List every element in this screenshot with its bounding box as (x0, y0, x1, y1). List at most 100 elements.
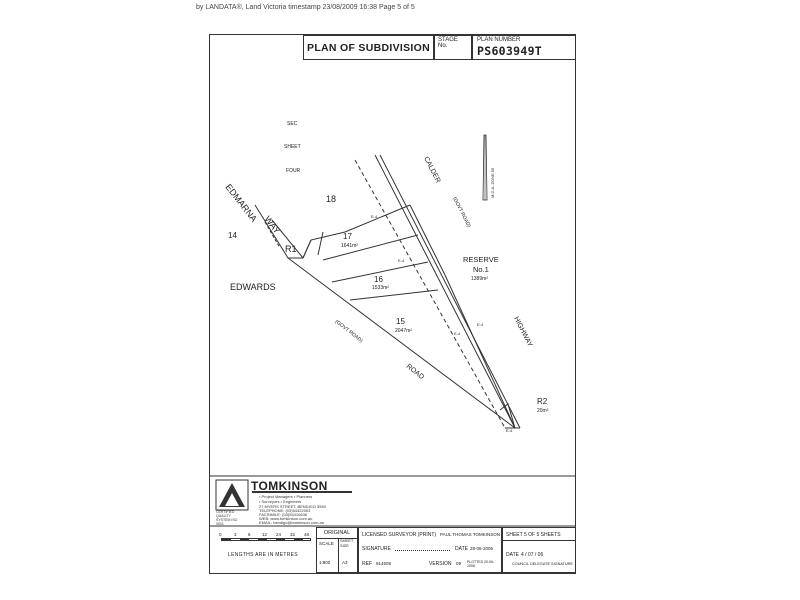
highway-label: HIGHWAY (512, 316, 533, 349)
plan-title: PLAN OF SUBDIVISION (303, 35, 434, 60)
scale-tick: 6 (248, 532, 251, 537)
reserve-label: RESERVE (463, 255, 499, 264)
signature-line (395, 550, 450, 551)
scale-tick: 48 (304, 532, 310, 537)
company-name: TOMKINSON (251, 479, 328, 493)
easement-line (354, 159, 506, 429)
scale-value: 1:800 (319, 560, 331, 565)
logo-telephone: TELEPHONE: (03)54422003 (259, 508, 311, 513)
scale-tick: 32 (290, 532, 296, 537)
lot-boundary-line (331, 261, 429, 283)
original-label: ORIGINAL (323, 530, 351, 536)
scale-bar-graphic (221, 538, 311, 541)
way-boundary-line (254, 204, 289, 259)
way-label: WAY (262, 214, 282, 236)
stage-label: STAGE No. (438, 37, 458, 49)
reserve-boundary-line (444, 274, 516, 429)
scale-tick: 0 (219, 532, 222, 537)
surveyor-box: LICENSED SURVEYOR (PRINT) PAUL THOMAS TO… (358, 527, 502, 573)
stage-number-cell: STAGE No. (434, 35, 472, 60)
plan-sheet: PLAN OF SUBDIVISION STAGE No. PLAN NUMBE… (209, 34, 576, 574)
logo-services-1: • Project Managers • Planners (259, 494, 313, 499)
lot-17-area: 1641m² (341, 243, 358, 249)
road-boundary-line (287, 257, 516, 429)
scale-units: LENGTHS ARE IN METRES (228, 552, 298, 558)
easement-label: E-4 (398, 258, 405, 263)
sheet-size-value: A3 (342, 560, 348, 565)
edwards-label: EDWARDS (230, 282, 276, 292)
scale-tick: 12 (262, 532, 268, 537)
r2-area: 20m² (537, 408, 549, 414)
calder-label: CALDER (422, 156, 441, 184)
easement-label: E-4 (506, 428, 513, 433)
reserve-number: No.1 (473, 265, 489, 274)
plotted-note: PLOTTED 20-06-2008 (467, 560, 495, 568)
sheet-count: SHEET 5 OF 5 SHEETS (506, 532, 561, 538)
lot-15-area: 2047m² (395, 328, 412, 334)
version-value: 09 (456, 561, 462, 566)
r2-boundary-line (499, 403, 516, 429)
date-label: DATE (455, 546, 468, 552)
sec-label: SEC (287, 121, 298, 127)
lot-boundary-line (322, 234, 419, 261)
council-date-label: DATE (506, 552, 519, 558)
easement-label: E-4 (371, 214, 378, 219)
govt-road-label-edwards: (GOVT ROAD) (334, 319, 364, 344)
landata-timestamp: by LANDATA®, Land Victoria timestamp 23/… (196, 4, 415, 11)
logo-web: WEB: www.tomkinson.com.au (259, 516, 313, 521)
lot-boundary-line (344, 204, 411, 233)
logo-email: EMAIL: bendigo@tomkinson.com.au (259, 520, 324, 525)
scale-label: SCALE (319, 541, 334, 546)
sheet-size-label: SHEET SIZE (340, 538, 354, 548)
reserve-area: 1389m² (471, 276, 488, 282)
plan-number-label: PLAN NUMBER (477, 37, 521, 43)
edmarna-label: EDMARNA (223, 182, 259, 224)
certified-quality-note: CERTIFIED QUALITY SYSTEM ISO 9001 (216, 510, 238, 526)
date-value: 28-06-2006 (470, 546, 494, 551)
original-scale-box: ORIGINAL SCALE SHEET SIZE 1:800 A3 (316, 527, 358, 573)
r2-label: R2 (537, 397, 548, 406)
easement-label: E-4 (454, 331, 461, 336)
lot-18-label: 18 (326, 194, 336, 204)
logo-rule (252, 491, 352, 493)
ref-value: 914508 (376, 561, 392, 566)
lot-boundary-line (349, 289, 439, 301)
highway-boundary-line (374, 154, 516, 429)
lot-boundary-line (317, 231, 324, 256)
logo-facsimile: FACSIMILE: (03)54410646 (259, 512, 308, 517)
reserve-boundary-line (409, 204, 446, 276)
plan-number: PS603949T (477, 44, 543, 58)
scale-tick: 3 (234, 532, 237, 537)
way-boundary-line (271, 219, 304, 259)
plan-number-cell: PLAN NUMBER PS603949T (472, 35, 576, 60)
scale-bar: 0 3 6 12 24 32 48 LENGTHS ARE IN METRES (216, 528, 316, 563)
lot-16-label: 16 (374, 275, 383, 284)
scale-tick: 24 (276, 532, 282, 537)
r1-label: R1 (285, 244, 297, 254)
mga-zone-note: M.G.A. ZONE 55 (490, 167, 495, 198)
lot-boundary-line (302, 239, 312, 259)
highway-boundary-line (379, 154, 521, 429)
sheet-label: SHEET (284, 144, 301, 150)
govt-road-label-highway: (GOVT ROAD) (451, 196, 472, 229)
easement-line (264, 221, 281, 249)
signature-label: SIGNATURE (362, 546, 391, 552)
company-logo: TOMKINSON • Project Managers • Planners … (213, 477, 355, 526)
sheet-council-box: SHEET 5 OF 5 SHEETS DATE 4 / 07 / 06 COU… (502, 527, 576, 573)
easement-label: E-4 (477, 322, 484, 327)
ref-label: REF (362, 561, 372, 567)
lot-16-area: 1533m² (372, 285, 389, 291)
council-signature-label: COUNCIL DELEGATE SIGNATURE (512, 562, 573, 566)
logo-services-2: • Surveyors • Engineers (259, 499, 302, 504)
version-label: VERSION (429, 561, 452, 567)
logo-address: 27 MYERS STREET, BENDIGO 3550 (259, 504, 326, 509)
four-label: FOUR (286, 168, 301, 174)
surveyor-name: PAUL THOMAS TOMKINSON (440, 532, 501, 537)
lot-17-label: 17 (343, 232, 352, 241)
lot-15-label: 15 (396, 317, 405, 326)
council-date: 4 / 07 / 06 (521, 552, 544, 558)
lot-14-label: 14 (228, 231, 237, 240)
surveyor-label: LICENSED SURVEYOR (PRINT) (362, 532, 437, 538)
tomkinson-emblem-icon (215, 479, 249, 511)
